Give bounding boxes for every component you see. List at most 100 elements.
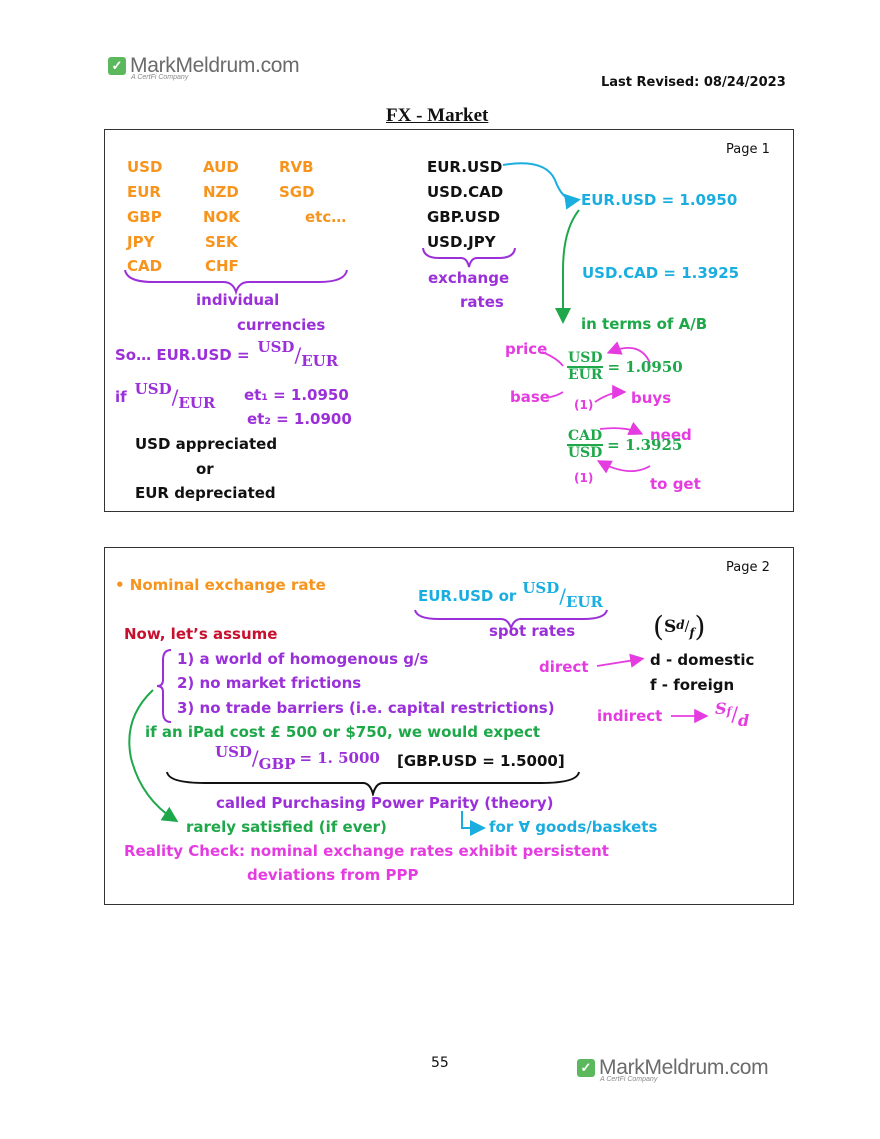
brace-ppp	[166, 771, 580, 796]
eq-value: = 1. 5000	[299, 749, 380, 767]
assumption-2: 2) no market frictions	[177, 674, 362, 692]
rarely-label: rarely satisfied (if ever)	[186, 818, 387, 836]
arrows-page2	[128, 653, 709, 836]
in-terms-label: in terms of A/B	[581, 315, 708, 333]
frac1-eur: EUR	[567, 366, 603, 383]
arrows-page1	[502, 162, 651, 474]
page2-label: Page 2	[726, 560, 770, 575]
direct-label: direct	[539, 658, 589, 676]
now-assume: Now, let’s assume	[124, 625, 278, 643]
currency-nok: NOK	[203, 208, 240, 226]
eq2-value: = 1.3925	[607, 435, 683, 454]
eq-usd: USD	[215, 743, 252, 761]
et1-label: et₁ = 1.0950	[244, 386, 349, 404]
so-eur: EUR	[301, 352, 339, 370]
page1-label: Page 1	[726, 142, 770, 157]
currency-jpy: JPY	[127, 233, 155, 251]
assumption-1: 1) a world of homogenous g/s	[177, 650, 429, 668]
currency-sek: SEK	[205, 233, 238, 251]
p2-slash: /	[559, 584, 566, 608]
page1-panel: Page 1 USD AUD RVB EUR NZD SGD GBP NOK e…	[104, 129, 794, 512]
logo-bottom: ✓ MarkMeldrum.com	[577, 1056, 769, 1080]
base-label: base	[510, 388, 550, 406]
ipad-text: if an iPad cost £ 500 or $750, we would …	[145, 723, 541, 741]
s-df-notation: ( S d / f )	[653, 610, 706, 643]
need-label: need	[650, 426, 692, 444]
sf-d: d	[738, 710, 750, 730]
gbpusd-label: [GBP.USD = 1.5000]	[397, 752, 565, 770]
if-slash: /	[171, 385, 179, 409]
usd-appreciated: USD appreciated	[135, 435, 278, 453]
currency-aud: AUD	[203, 158, 239, 176]
currency-chf: CHF	[205, 257, 239, 275]
currency-gbp: GBP	[127, 208, 162, 226]
sf-f: f	[726, 704, 732, 718]
if-eur: EUR	[178, 394, 216, 412]
brace-spot	[414, 609, 608, 630]
individual-label: individual	[196, 291, 280, 309]
one-label-1: (1)	[574, 398, 594, 412]
page-number: 55	[431, 1055, 449, 1071]
ppp-label: called Purchasing Power Parity (theory)	[216, 794, 554, 812]
currencies-label: currencies	[237, 316, 326, 334]
brace-pairs	[422, 247, 516, 268]
currency-rvb: RVB	[279, 158, 314, 176]
for-all-label: for ∀ goods/baskets	[489, 818, 658, 836]
et2-label: et₂ = 1.0900	[247, 410, 352, 428]
if-label: if	[115, 388, 127, 406]
eq-gbp: GBP	[258, 755, 296, 773]
usd-gbp-eq: USD / GBP = 1. 5000	[215, 743, 380, 773]
eq1-value: = 1.0950	[607, 357, 683, 376]
fraction-usd-eur: USD EUR = 1.0950	[567, 351, 683, 382]
buys-label: buys	[631, 389, 672, 407]
so-slash: /	[294, 343, 302, 367]
frac1-usd: USD	[567, 350, 604, 368]
eur-depreciated: EUR depreciated	[135, 484, 276, 502]
check-icon-bottom: ✓	[577, 1059, 595, 1077]
last-revised: Last Revised: 08/24/2023	[601, 75, 786, 90]
s-letter: S	[663, 616, 677, 637]
logo-text: MarkMeldrum.com	[130, 54, 300, 77]
page2-panel: Page 2 • Nominal exchange rate EUR.USD o…	[104, 547, 794, 905]
currency-usd: USD	[127, 158, 163, 176]
eurusd-or-text: EUR.USD or	[418, 587, 517, 605]
usdcad-value: USD.CAD = 1.3925	[582, 264, 740, 282]
one-label-2: (1)	[574, 471, 594, 485]
p2-eur: EUR	[566, 593, 603, 611]
currency-eur: EUR	[127, 183, 161, 201]
or-label: or	[196, 460, 214, 478]
spot-rates-label: spot rates	[489, 622, 576, 640]
assumption-3: 3) no trade barriers (i.e. capital restr…	[177, 699, 555, 717]
if-usd: USD	[134, 380, 172, 398]
logo-text-bottom: MarkMeldrum.com	[599, 1056, 769, 1079]
if-usd-eur: if USD / EUR	[115, 380, 216, 412]
price-label: price	[505, 340, 548, 358]
sf-s: S	[715, 698, 727, 718]
to-get-label: to get	[650, 475, 701, 493]
assumptions-bracket	[156, 649, 172, 723]
s-fd-notation: S f / d	[715, 698, 750, 730]
brace-currencies	[124, 269, 348, 296]
reality-line1: Reality Check: nominal exchange rates ex…	[124, 842, 609, 860]
pair-usdjpy: USD.JPY	[427, 233, 496, 251]
logo-sub: A CertFi Company	[131, 74, 189, 81]
exchange-label: exchange	[428, 269, 510, 287]
eurusd-value: EUR.USD = 1.0950	[581, 191, 738, 209]
logo-sub-bottom: A CertFi Company	[600, 1076, 658, 1083]
pair-eurusd: EUR.USD	[427, 158, 503, 176]
nominal-label: • Nominal exchange rate	[115, 576, 326, 594]
currency-nzd: NZD	[203, 183, 239, 201]
so-prefix: So… EUR.USD =	[115, 346, 250, 364]
indirect-label: indirect	[597, 707, 663, 725]
pair-gbpusd: GBP.USD	[427, 208, 501, 226]
so-usd: USD	[257, 338, 295, 356]
frac2-cad: CAD	[567, 428, 604, 446]
f-foreign: f - foreign	[650, 676, 735, 694]
p2-usd: USD	[522, 579, 560, 597]
currency-cad: CAD	[127, 257, 163, 275]
page-title: FX - Market	[386, 105, 489, 126]
frac2-usd: USD	[567, 444, 603, 461]
s-d: d	[676, 617, 685, 632]
pair-usdcad: USD.CAD	[427, 183, 504, 201]
eurusd-or: EUR.USD or USD / EUR	[418, 579, 603, 611]
